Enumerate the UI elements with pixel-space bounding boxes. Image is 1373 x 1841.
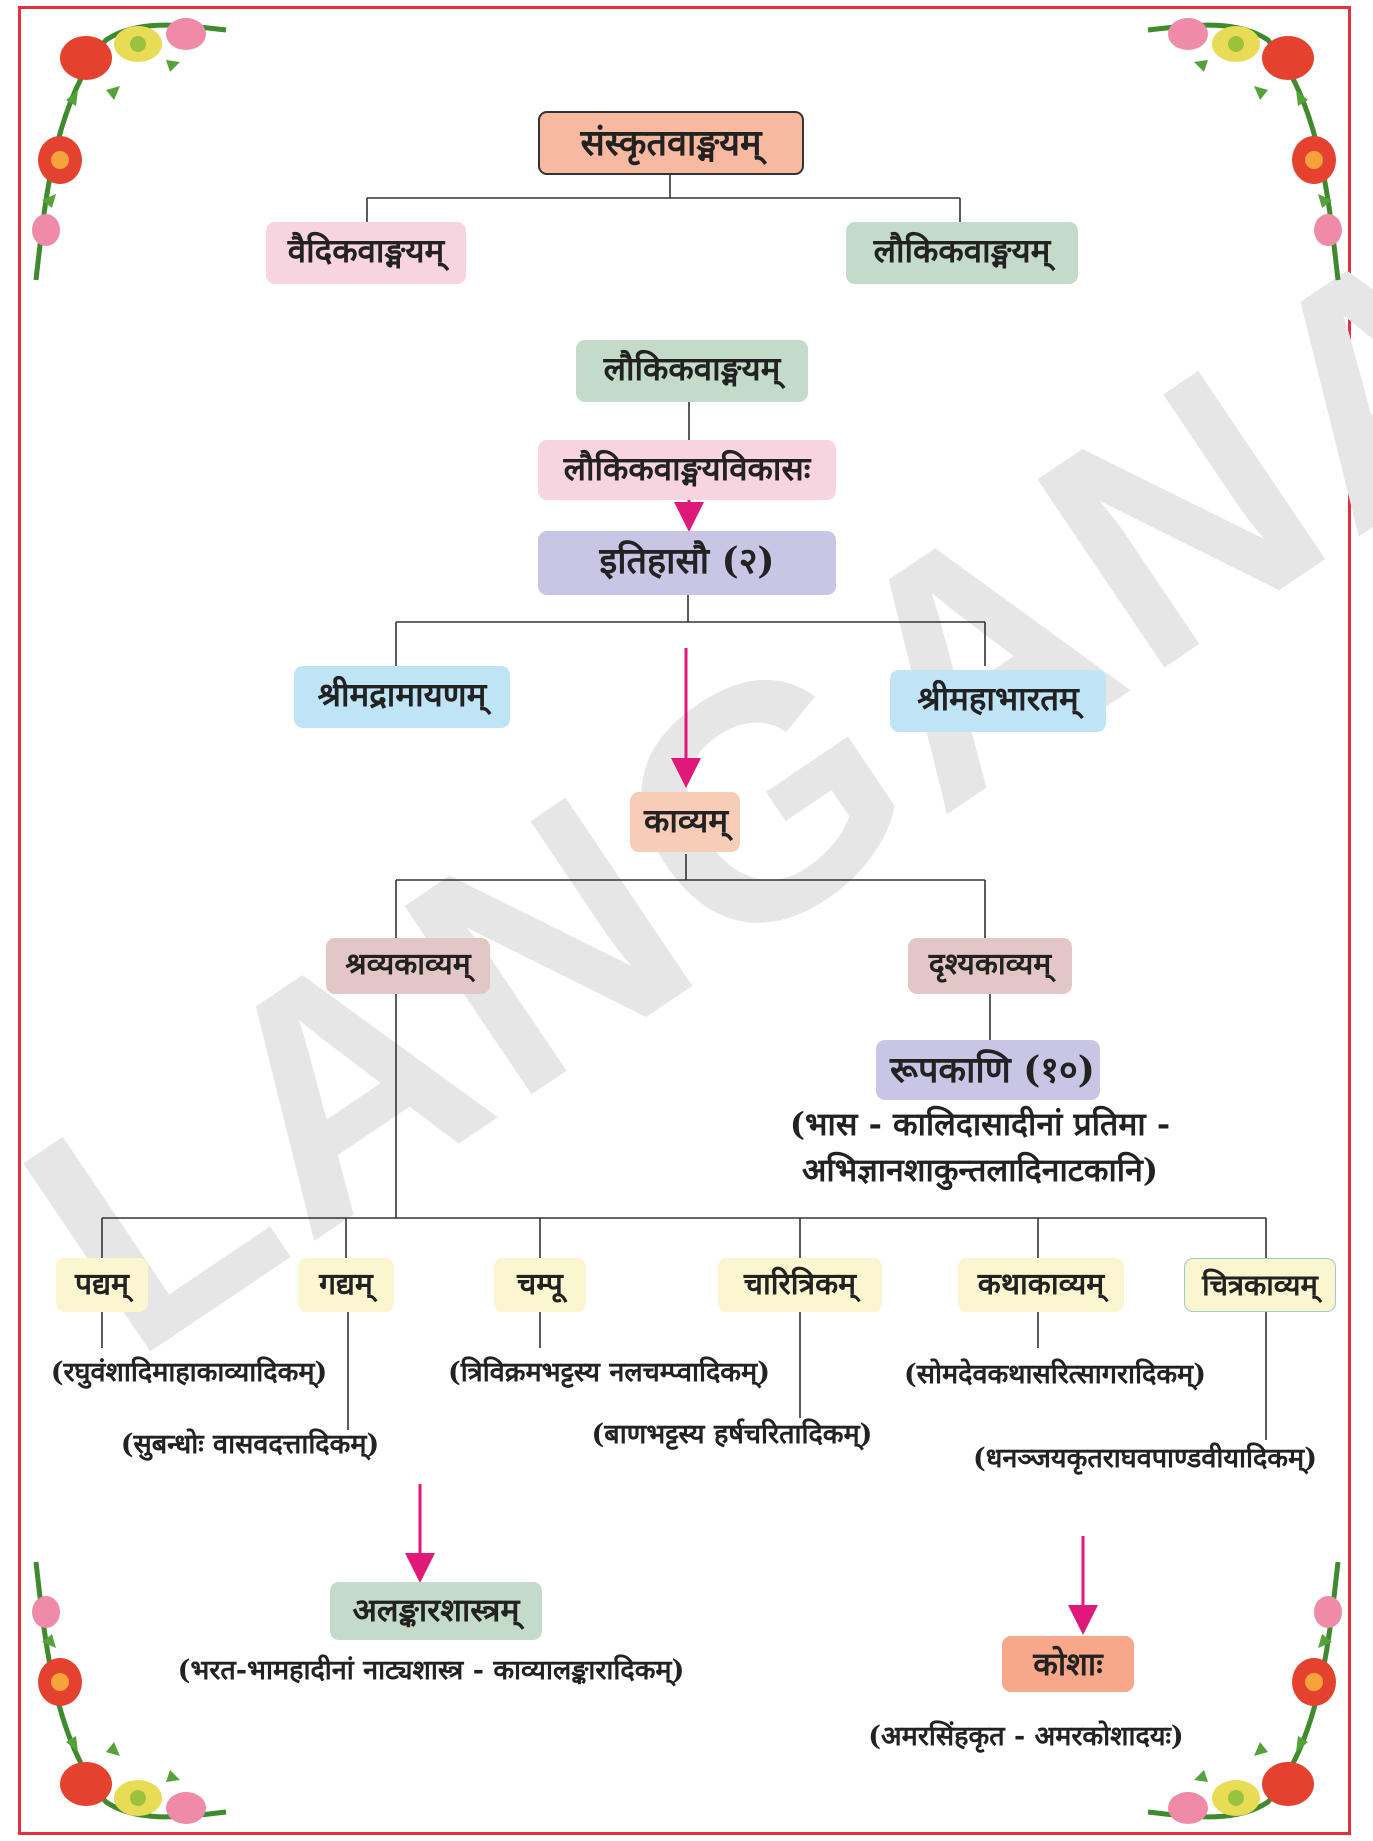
kathakavya-note: (सोमदेवकथासरित्सागरादिकम्)	[904, 1359, 1206, 1390]
kosha-note: (अमरसिंहकृत - अमरकोशादयः)	[868, 1721, 1184, 1752]
charitrika-note: (बाणभट्टस्य हर्षचरितादिकम्)	[591, 1419, 873, 1450]
alankara-note: (भरत-भामहादीनां नाट्यशास्त्र - काव्यालङ्…	[177, 1655, 685, 1686]
rupakani-note-line-1: (भास - कालिदासादीनां प्रतिमा -	[789, 1105, 1171, 1143]
kavyam-node: काव्यम्	[630, 792, 740, 852]
padya-note: (रघुवंशादिमाहाकाव्यादिकम्)	[50, 1357, 328, 1388]
gadya-node: गद्यम्	[298, 1258, 394, 1312]
itihasau-node: इतिहासौ (२)	[538, 531, 836, 595]
alankara-node: अलङ्कारशास्त्रम्	[330, 1582, 542, 1640]
root-node: संस्कृतवाङ्मयम्	[538, 111, 804, 175]
mahabharata-node: श्रीमहाभारतम्	[890, 670, 1106, 732]
shravya-node: श्रव्यकाव्यम्	[326, 938, 490, 994]
padya-node: पद्यम्	[56, 1258, 148, 1312]
chitrakavya-note: (धनञ्जयकृतराघवपाण्डवीयादिकम्)	[973, 1443, 1317, 1474]
ramayana-node: श्रीमद्रामायणम्	[294, 666, 510, 728]
champu-node: चम्पू	[494, 1258, 586, 1312]
kosha-node: कोशाः	[1002, 1636, 1134, 1692]
top-left-floral-decoration	[32, 18, 227, 281]
laukika-heading: लौकिकवाङ्मयम्	[576, 340, 808, 402]
top-right-floral-decoration	[1147, 18, 1342, 281]
laukika-vikasa-node: लौकिकवाङ्मयविकासः	[538, 440, 836, 500]
page-border	[18, 6, 1351, 1835]
gadya-note: (सुबन्धोः वासवदत्तादिकम्)	[120, 1429, 380, 1460]
laukika-node: लौकिकवाङ्मयम्	[846, 222, 1078, 284]
champu-note: (त्रिविक्रमभट्टस्य नलचम्प्वादिकम्)	[448, 1357, 770, 1388]
rupakani-node: रूपकाणि (१०)	[876, 1040, 1100, 1100]
chitrakavya-node: चित्रकाव्यम्	[1184, 1258, 1336, 1312]
bottom-right-floral-decoration	[1147, 1561, 1342, 1824]
vaidika-node: वैदिकवाङ्मयम्	[266, 222, 466, 284]
kathakavya-node: कथाकाव्यम्	[958, 1258, 1124, 1312]
charitrika-node: चारित्रिकम्	[718, 1258, 882, 1312]
rupakani-note-line-2: अभिज्ञानशाकुन्तलादिनाटकानि)	[801, 1151, 1158, 1189]
drishya-node: दृश्यकाव्यम्	[908, 938, 1072, 994]
bottom-left-floral-decoration	[32, 1561, 227, 1824]
